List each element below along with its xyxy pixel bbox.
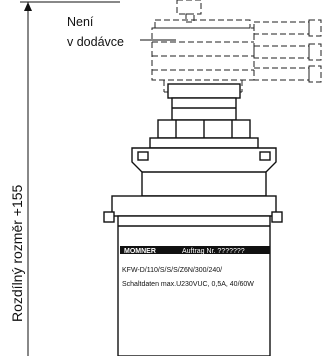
nameplate-order: Auftrag Nr. ???????: [182, 248, 245, 255]
nameplate-brand: MOMNER: [124, 248, 156, 255]
nameplate: MOMNER Auftrag Nr. ??????? KFW-D/110/S/S…: [120, 246, 270, 288]
dimension-line: [20, 1, 120, 356]
nameplate-model: KFW-D/110/S/S/S/Z6N/300/240/: [122, 267, 222, 274]
dimension-label: Rozdílný rozměr +155: [9, 184, 25, 322]
nameplate-brand-bar: [120, 246, 270, 254]
nameplate-rating: Schaltdaten max.U230VUC, 0,5A, 40/60W: [122, 281, 254, 288]
callout-line-1: Není: [67, 15, 94, 29]
callout-line-2: v dodávce: [67, 35, 124, 49]
device-body: [103, 83, 283, 356]
